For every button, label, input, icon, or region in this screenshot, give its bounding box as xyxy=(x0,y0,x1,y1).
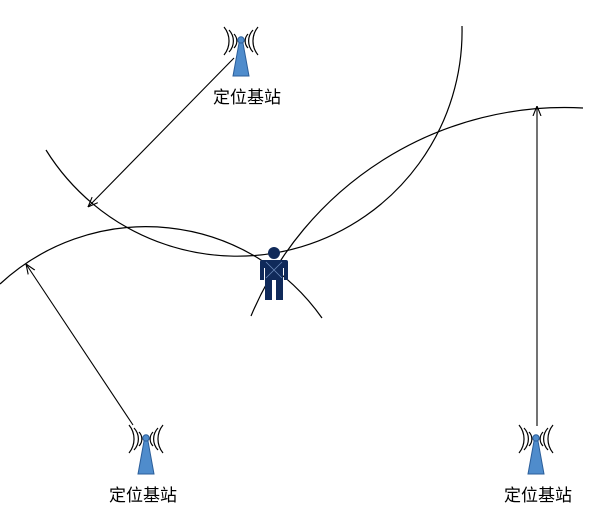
station-label: 定位基站 xyxy=(213,88,281,108)
range-arc-bottom-right xyxy=(250,106,584,317)
antenna-tower-icon xyxy=(128,424,164,475)
distance-ray-bottom-left xyxy=(26,264,134,426)
range-arc-top xyxy=(45,25,463,257)
person-icon xyxy=(260,247,288,300)
antenna-tower-icon xyxy=(223,26,259,77)
station-label: 定位基站 xyxy=(504,486,572,506)
station-label: 定位基站 xyxy=(109,486,177,506)
station-bottom-right: 定位基站 xyxy=(504,424,572,506)
station-top: 定位基站 xyxy=(213,26,281,108)
distance-ray-top xyxy=(88,57,235,207)
antenna-tower-icon xyxy=(518,424,554,475)
station-bottom-left: 定位基站 xyxy=(109,424,177,506)
